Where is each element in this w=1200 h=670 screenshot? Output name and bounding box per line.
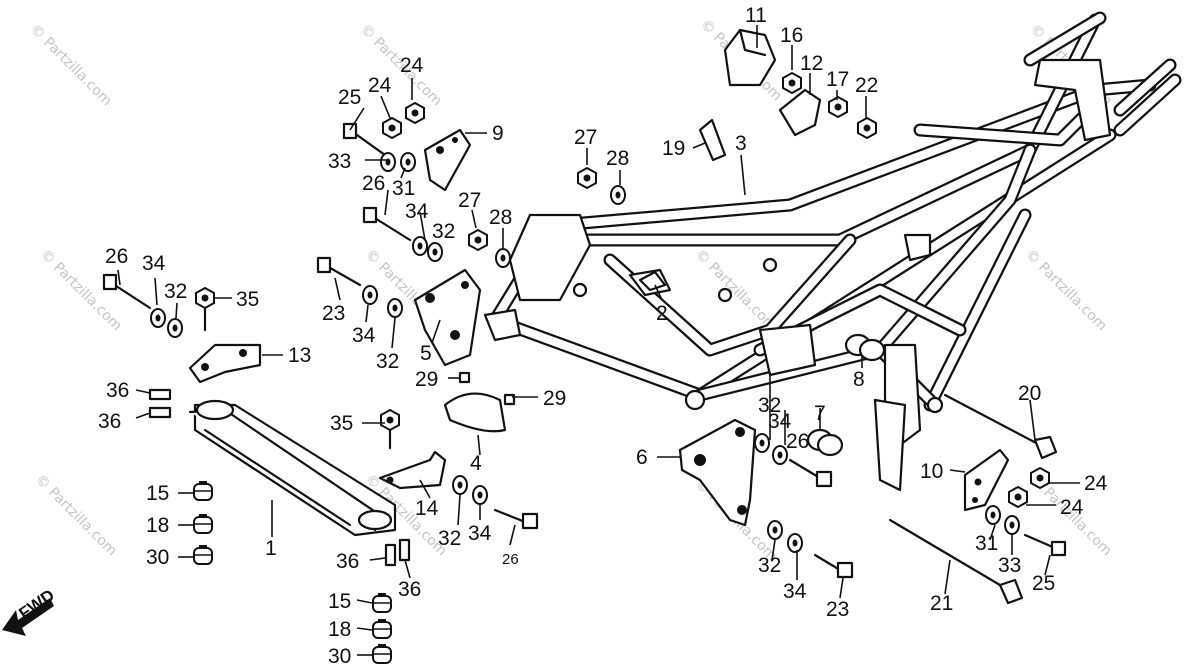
callout-36: 36 [336, 550, 359, 573]
callout-18: 18 [328, 618, 351, 641]
callout-29: 29 [543, 387, 566, 410]
main-frame-drawing [483, 11, 1182, 492]
callout-25: 25 [1032, 572, 1055, 595]
callout-23: 23 [322, 302, 345, 325]
callout-17: 17 [826, 68, 849, 91]
callout-34: 34 [783, 580, 807, 603]
callout-1: 1 [265, 537, 277, 560]
callout-29: 29 [415, 368, 438, 391]
callout-35: 35 [236, 288, 259, 311]
callout-9: 9 [492, 122, 504, 145]
callout-22: 22 [855, 74, 878, 97]
callout-36: 36 [106, 379, 129, 402]
callout-34: 34 [352, 324, 376, 347]
callout-34: 34 [405, 200, 429, 223]
callout-labels: 11 16 12 17 22 24 24 25 9 33 31 26 34 32… [98, 4, 1108, 668]
callout-21: 21 [930, 592, 953, 615]
callout-20: 20 [1018, 382, 1041, 405]
callout-32: 32 [438, 527, 461, 550]
callout-8: 8 [853, 368, 865, 391]
part-drawings [102, 28, 1067, 664]
callout-31: 31 [975, 532, 998, 555]
callout-28: 28 [606, 147, 629, 170]
watermarks: © Partzilla.com © Partzilla.com © Partzi… [27, 17, 1115, 565]
callout-35: 35 [330, 412, 353, 435]
callout-10: 10 [920, 460, 943, 483]
callout-12: 12 [800, 52, 823, 75]
callout-13: 13 [288, 344, 311, 367]
callout-4: 4 [470, 452, 482, 475]
callout-18: 18 [146, 514, 169, 537]
callout-24: 24 [1060, 496, 1084, 519]
callout-26: 26 [362, 172, 385, 195]
callout-27: 27 [458, 189, 481, 212]
callout-34: 34 [768, 410, 792, 433]
callout-2: 2 [656, 302, 668, 325]
callout-27: 27 [574, 126, 597, 149]
callout-30: 30 [146, 546, 169, 569]
watermark-text: © Partzilla.com [32, 472, 120, 560]
callout-32: 32 [758, 554, 781, 577]
callout-15: 15 [328, 590, 351, 613]
callout-26: 26 [502, 551, 519, 568]
callout-24: 24 [368, 74, 392, 97]
callout-32: 32 [432, 220, 455, 243]
callout-32: 32 [758, 394, 781, 417]
callout-33: 33 [998, 554, 1021, 577]
callout-24: 24 [1084, 472, 1108, 495]
callout-24: 24 [400, 54, 424, 77]
callout-36: 36 [398, 578, 421, 601]
leader-lines [117, 25, 1080, 656]
watermark-text: © Partzilla.com [1022, 247, 1110, 335]
callout-31: 31 [392, 177, 415, 200]
callout-14: 14 [415, 497, 439, 520]
callout-7: 7 [814, 402, 826, 425]
callout-32: 32 [164, 280, 187, 303]
callout-23: 23 [826, 598, 849, 621]
callout-30: 30 [328, 645, 351, 668]
callout-3: 3 [735, 132, 747, 155]
watermark-text: © Partzilla.com [27, 22, 115, 110]
callout-5: 5 [420, 342, 432, 365]
callout-34: 34 [142, 252, 166, 275]
callout-28: 28 [489, 206, 512, 229]
callout-26: 26 [786, 430, 809, 453]
callout-15: 15 [146, 482, 169, 505]
callout-26: 26 [105, 245, 128, 268]
callout-36: 36 [98, 410, 121, 433]
callout-32: 32 [376, 350, 399, 373]
callout-6: 6 [636, 446, 648, 469]
callout-19: 19 [662, 137, 685, 160]
callout-34: 34 [468, 522, 492, 545]
callout-11: 11 [745, 4, 767, 27]
forward-direction-indicator: FWD [2, 586, 58, 636]
callout-33: 33 [328, 150, 351, 173]
callout-16: 16 [780, 24, 803, 47]
callout-25: 25 [338, 86, 361, 109]
